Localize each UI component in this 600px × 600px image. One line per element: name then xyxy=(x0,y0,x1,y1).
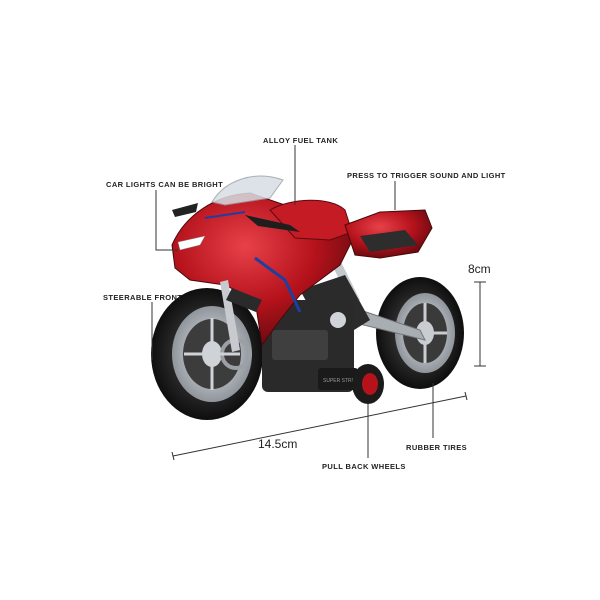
label-tires: RUBBER TIRES xyxy=(406,443,468,452)
dimension-height: 8cm xyxy=(468,262,491,276)
label-sound: PRESS TO TRIGGER SOUND AND LIGHT xyxy=(347,171,506,180)
callout-lines xyxy=(151,145,486,461)
svg-text:SUPER STREET: SUPER STREET xyxy=(323,378,361,384)
label-pullback: PULL BACK WHEELS xyxy=(322,462,406,471)
label-fuel-tank: ALLOY FUEL TANK xyxy=(263,136,339,145)
label-steerable: STEERABLE FRONT xyxy=(103,293,183,302)
pullback-wheel xyxy=(352,364,384,404)
dimension-length: 14.5cm xyxy=(258,437,298,451)
fairing xyxy=(171,175,433,352)
engine: SUPER STREET xyxy=(262,300,361,392)
label-lights: CAR LIGHTS CAN BE BRIGHT xyxy=(106,180,224,189)
